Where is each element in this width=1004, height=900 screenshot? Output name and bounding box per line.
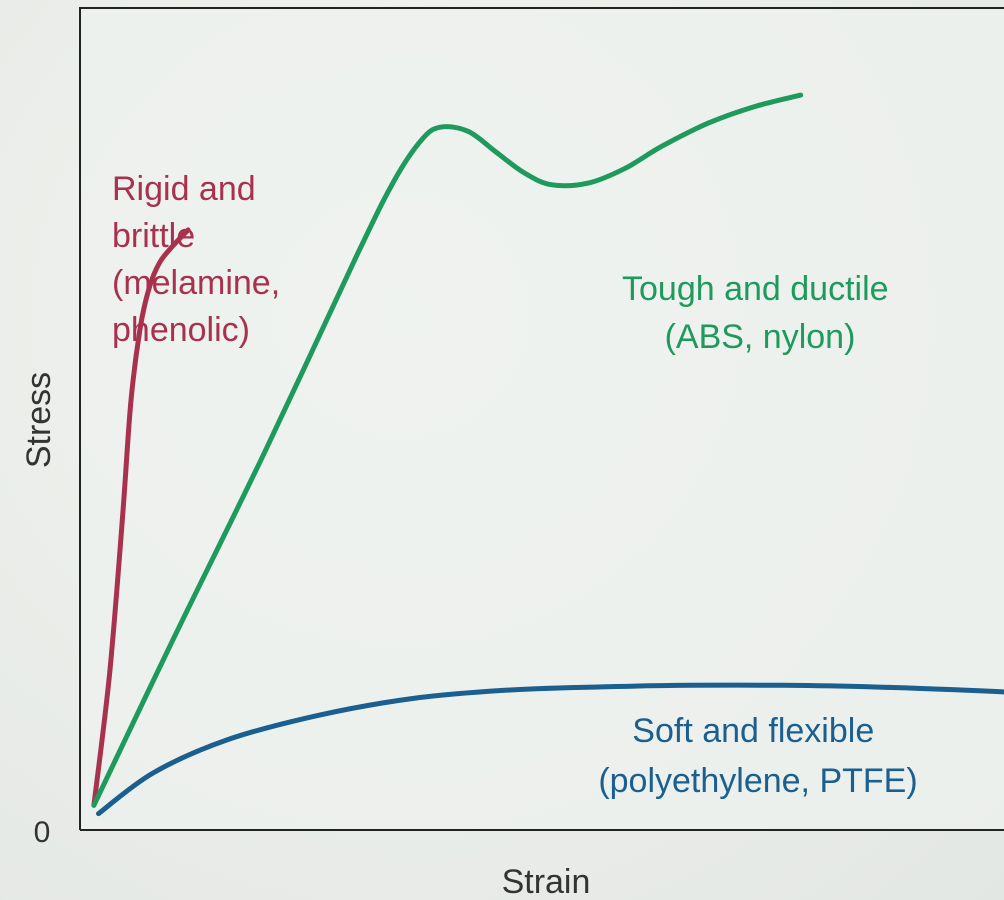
soft-annotation-line-1: Soft and flexible	[632, 712, 874, 750]
plot-frame	[79, 7, 1004, 830]
rigid-annotation-line-2: brittle	[112, 217, 195, 255]
y-axis-label: Stress	[20, 372, 58, 468]
rigid-annotation-line-3: (melamine,	[112, 264, 280, 302]
tough-ductile-annotation: Tough and ductile (ABS, nylon)	[622, 270, 898, 356]
soft-flexible-annotation: Soft and flexible (polyethylene, PTFE)	[598, 712, 917, 800]
series-line-soft	[96, 682, 1004, 817]
tough-annotation-line-1: Tough and ductile	[622, 270, 889, 308]
soft-annotation-line-2: (polyethylene, PTFE)	[598, 762, 917, 800]
rigid-brittle-annotation: Rigid and brittle (melamine, phenolic)	[112, 170, 290, 349]
x-axis-label: Strain	[502, 863, 591, 900]
series-line-tough	[91, 92, 804, 808]
origin-tick-label: 0	[34, 816, 51, 849]
rigid-annotation-line-4: phenolic)	[112, 311, 250, 349]
series-layer	[91, 92, 1004, 817]
tough-annotation-line-2: (ABS, nylon)	[665, 318, 856, 356]
series-line-rigid	[91, 227, 191, 808]
plot-background	[78, 8, 1004, 830]
rigid-annotation-line-1: Rigid and	[112, 170, 256, 208]
